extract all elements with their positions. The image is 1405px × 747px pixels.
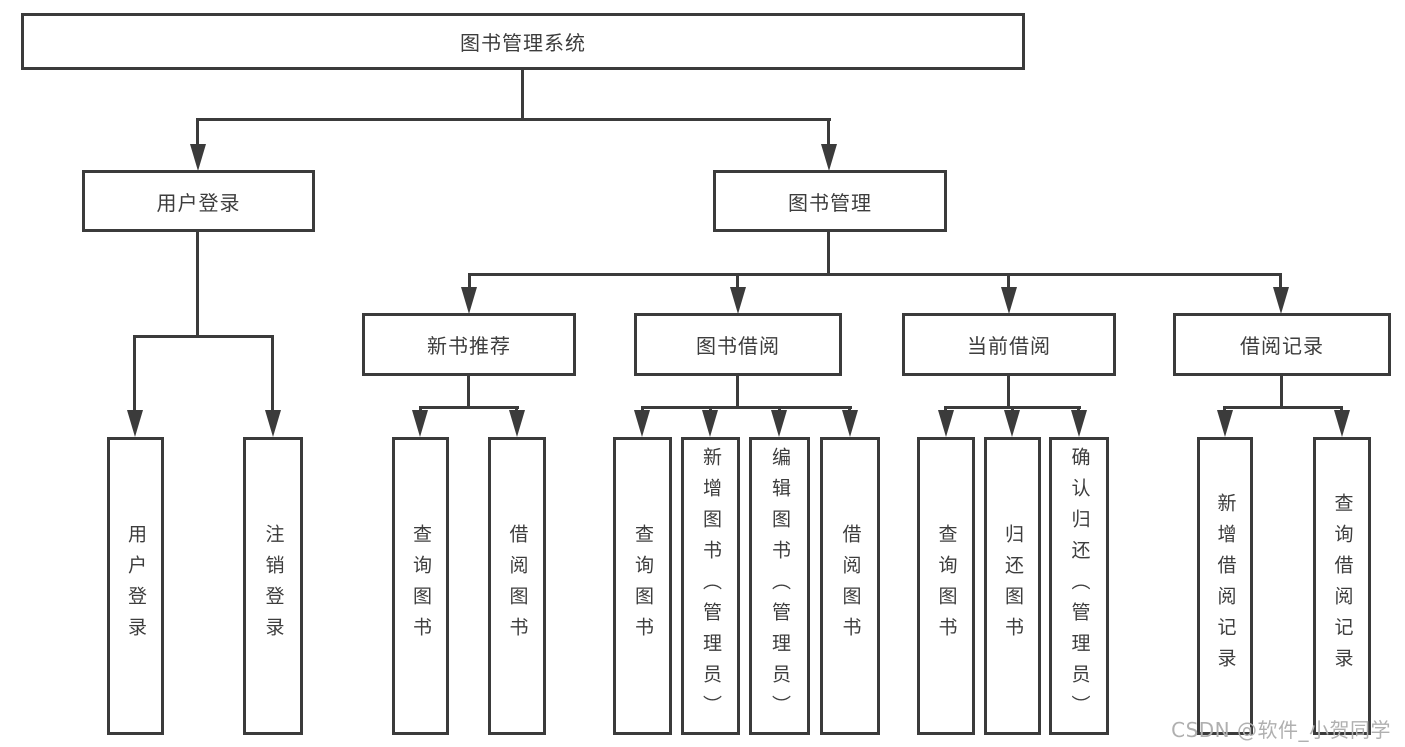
node-label: 当前借阅 [967,334,1051,358]
connector-line [736,375,739,406]
node-label: 查询图书 [632,524,654,648]
connector-line [196,118,831,121]
connector-arrowhead [771,410,787,437]
connector-arrowhead [938,410,954,437]
connector-line [1279,273,1282,289]
node-book-management: 图书管理 [713,170,947,232]
node-label: 图书管理 [788,190,872,215]
connector-line [736,273,739,289]
node-label: 图书借阅 [696,334,780,358]
node-book-borrowing: 图书借阅 [634,313,842,376]
connector-arrowhead [821,144,837,171]
leaf-borrow-books-borrowing: 借阅图书 [820,437,880,735]
connector-line [419,406,519,409]
node-label: 新书推荐 [427,334,511,358]
connector-line [271,335,274,413]
connector-line [133,335,274,338]
leaf-add-borrow-record: 新增借阅记录 [1197,437,1253,735]
connector-arrowhead [1334,410,1350,437]
node-label: 用户登录 [156,190,241,215]
connector-line [196,118,199,146]
leaf-edit-books-admin: 编辑图书（管理员） [749,437,810,735]
node-borrowing-records: 借阅记录 [1173,313,1391,376]
watermark-csdn: CSDN @软件_小贺同学 [1171,718,1391,742]
connector-arrowhead [412,410,428,437]
leaf-user-login: 用户登录 [107,437,164,735]
connector-arrowhead [634,410,650,437]
node-current-borrowing: 当前借阅 [902,313,1116,376]
leaf-query-books-borrowing: 查询图书 [613,437,672,735]
node-label: 注销登录 [262,524,285,648]
leaf-return-books: 归还图书 [984,437,1041,735]
leaf-query-borrow-record: 查询借阅记录 [1313,437,1371,735]
connector-line [196,231,199,335]
connector-arrowhead [1004,410,1020,437]
connector-line [1007,375,1010,406]
node-label: 借阅图书 [506,524,529,648]
connector-line [467,375,470,406]
connector-arrowhead [1001,287,1017,314]
connector-arrowhead [265,410,281,437]
leaf-query-books-recommend: 查询图书 [392,437,449,735]
node-label: 确认归还（管理员） [1068,446,1091,726]
node-label: 新增借阅记录 [1214,493,1237,679]
node-label: 借阅记录 [1240,334,1324,358]
node-label: 借阅图书 [839,524,862,648]
connector-line [521,70,524,118]
leaf-confirm-return-admin: 确认归还（管理员） [1049,437,1109,735]
connector-arrowhead [1071,410,1087,437]
connector-line [1280,375,1283,406]
node-label: 查询图书 [935,524,958,648]
leaf-add-books-admin: 新增图书（管理员） [681,437,740,735]
connector-line [1007,273,1010,289]
connector-line [1224,406,1343,409]
connector-line [133,335,136,413]
node-label: 编辑图书（管理员） [769,446,791,726]
connector-line [641,406,852,409]
connector-arrowhead [842,410,858,437]
connector-line [827,231,830,273]
leaf-logout-login: 注销登录 [243,437,303,735]
node-label: 归还图书 [1002,524,1024,648]
node-label: 图书管理系统 [460,31,586,55]
connector-line [468,273,1282,276]
leaf-query-books-current: 查询图书 [917,437,975,735]
connector-arrowhead [127,410,143,437]
connector-arrowhead [509,410,525,437]
node-new-book-recommendation: 新书推荐 [362,313,576,376]
connector-arrowhead [702,410,718,437]
connector-arrowhead [1273,287,1289,314]
node-label: 查询图书 [410,524,432,648]
node-label: 新增图书（管理员） [700,446,722,726]
connector-arrowhead [190,144,206,171]
node-library-management-system: 图书管理系统 [21,13,1025,70]
node-label: 用户登录 [125,524,147,648]
connector-arrowhead [461,287,477,314]
node-user-login: 用户登录 [82,170,315,232]
connector-line [468,273,471,289]
connector-arrowhead [1217,410,1233,437]
connector-line [827,118,830,146]
connector-arrowhead [730,287,746,314]
leaf-borrow-books-recommend: 借阅图书 [488,437,546,735]
node-label: 查询借阅记录 [1331,493,1354,679]
